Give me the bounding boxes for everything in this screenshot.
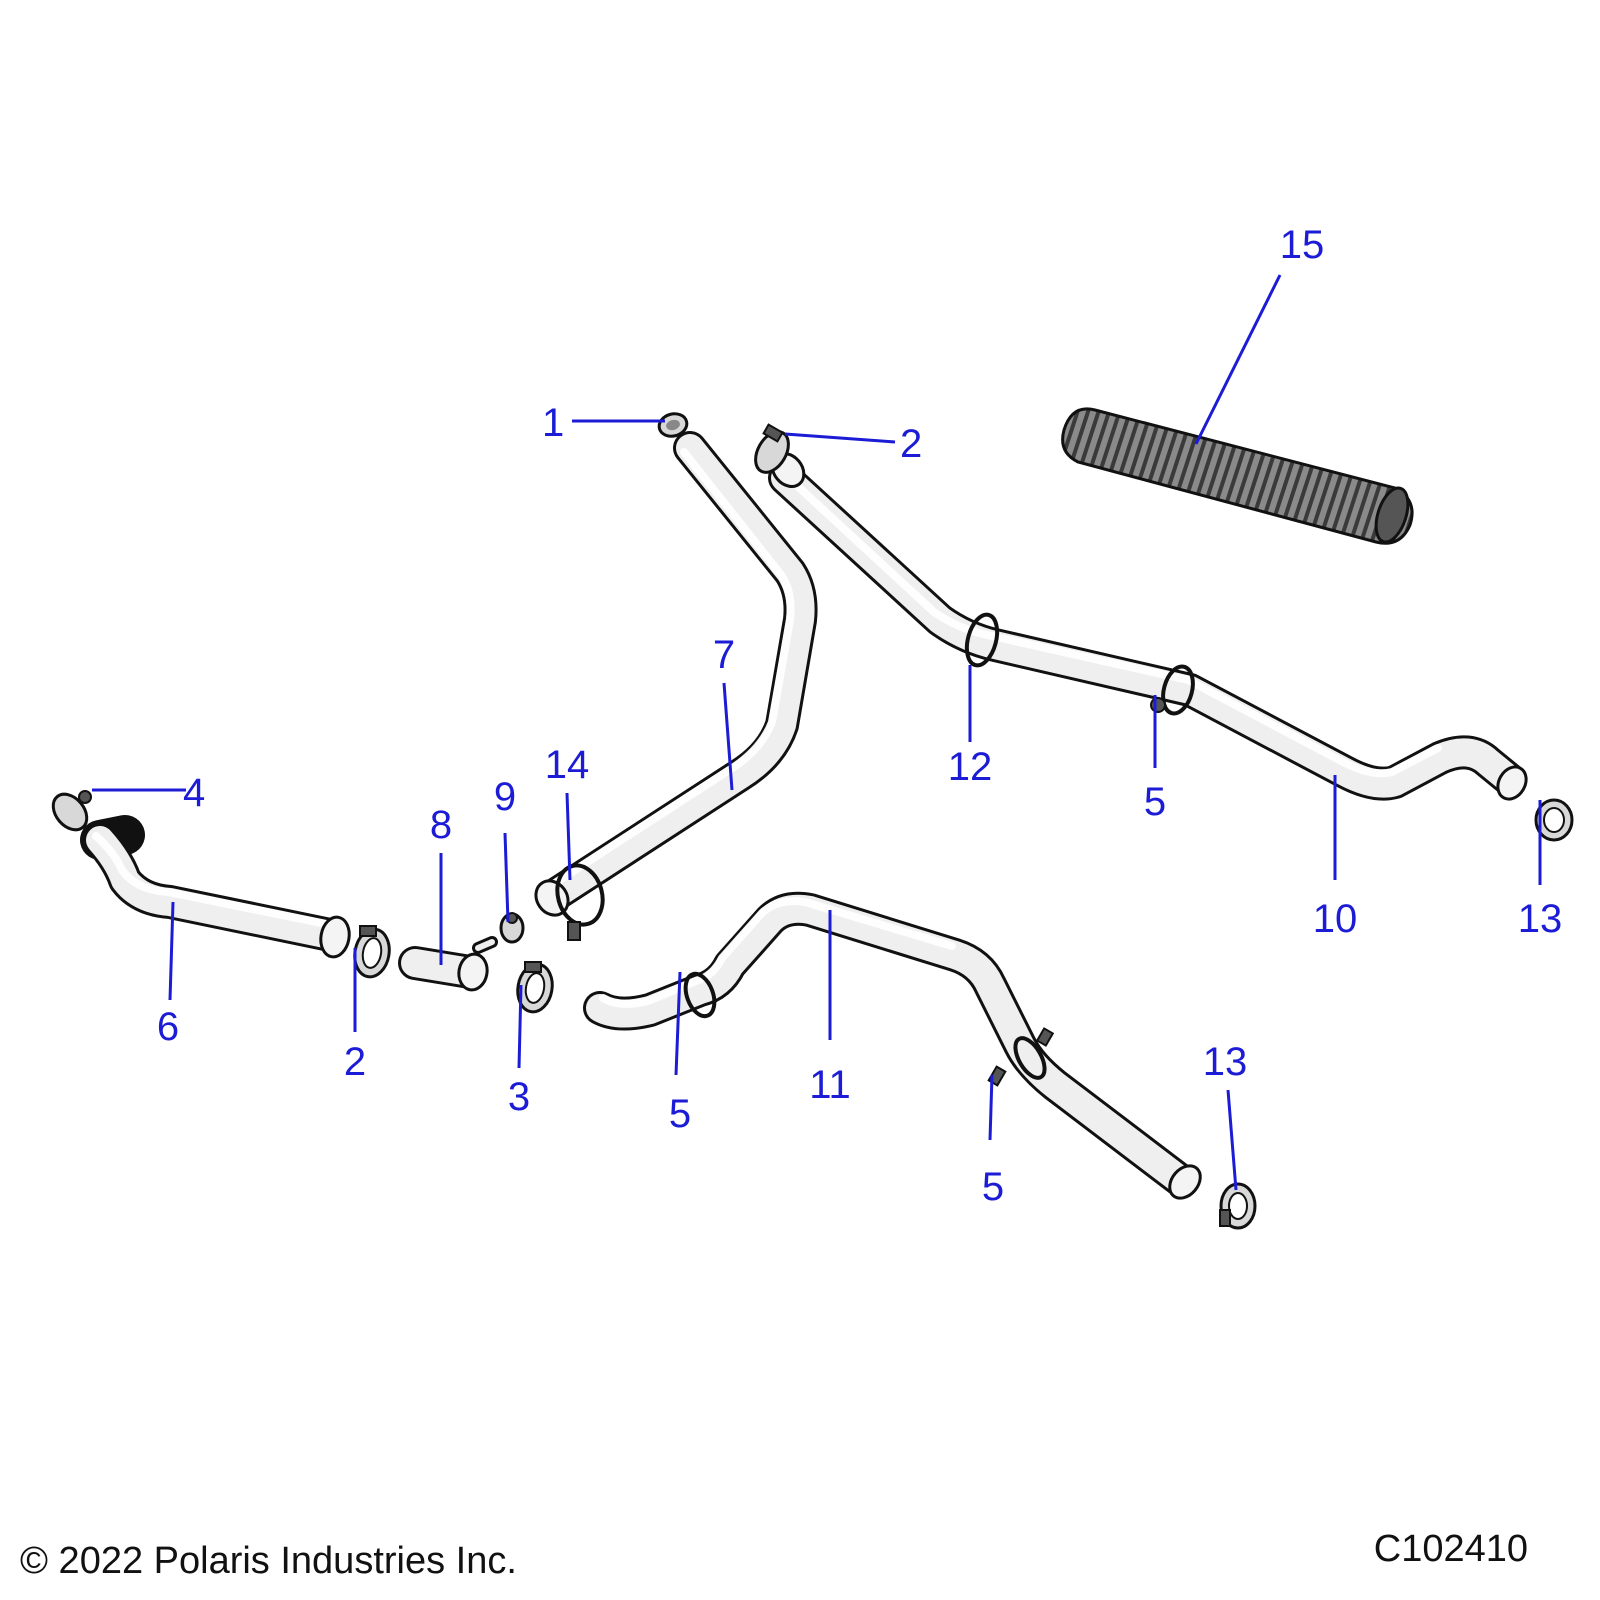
clamp-14 [555, 863, 605, 941]
leader-13-bottom [1226, 1089, 1238, 1191]
callout-14: 14 [545, 743, 590, 787]
clamp-4 [51, 790, 92, 832]
leader-15 [1194, 274, 1282, 445]
callout-7: 7 [713, 633, 735, 677]
callout-labels: 1 2 15 4 6 8 2 9 14 3 7 12 5 10 13 5 11 … [157, 223, 1562, 1209]
hose-11 [583, 891, 1202, 1200]
callout-13-right: 13 [1518, 897, 1563, 941]
corrugated-sleeve [1061, 407, 1414, 545]
clamp-13-right [1534, 798, 1574, 842]
callout-9: 9 [494, 775, 516, 819]
leader-lines [92, 274, 1542, 1191]
clamp-3 [516, 961, 554, 1014]
callout-5-bottom: 5 [982, 1165, 1004, 1209]
callout-10: 10 [1313, 897, 1358, 941]
hose-7 [534, 431, 818, 917]
leader-5-bottom [988, 1074, 994, 1141]
callout-15: 15 [1280, 223, 1325, 267]
callout-11: 11 [809, 1063, 851, 1107]
copyright-notice: © 2022 Polaris Industries Inc. [20, 1540, 517, 1582]
leader-6 [168, 901, 175, 1001]
hose-10-clamp-ring [964, 612, 1000, 668]
hose-6 [80, 815, 351, 959]
leader-14 [565, 792, 572, 881]
leader-9 [503, 832, 510, 923]
callout-12: 12 [948, 745, 993, 789]
leader-5-mid [674, 971, 682, 1076]
clamp-13-bottom [1219, 1182, 1257, 1230]
clamp-9 [499, 912, 525, 944]
clamp-2-top [754, 423, 790, 474]
callout-4: 4 [183, 771, 205, 815]
callout-1: 1 [542, 401, 564, 445]
hose-11-clamp-ring [683, 971, 717, 1019]
callout-2-top: 2 [900, 422, 922, 466]
hose-8 [398, 936, 498, 992]
hose-10 [768, 452, 1528, 801]
callout-13-bottom: 13 [1203, 1040, 1248, 1084]
callout-8: 8 [430, 803, 452, 847]
callout-2-bottom: 2 [344, 1040, 366, 1084]
callout-5-mid: 5 [669, 1092, 691, 1136]
callout-3: 3 [508, 1075, 530, 1119]
leader-7 [722, 682, 734, 791]
leader-3 [517, 984, 523, 1069]
clamp-1 [657, 412, 689, 438]
clamp-2-bottom [353, 925, 391, 979]
callout-6: 6 [157, 1005, 179, 1049]
figure-id: C102410 [1373, 1528, 1528, 1570]
callout-5-top: 5 [1144, 780, 1166, 824]
leader-2-top [784, 432, 896, 444]
